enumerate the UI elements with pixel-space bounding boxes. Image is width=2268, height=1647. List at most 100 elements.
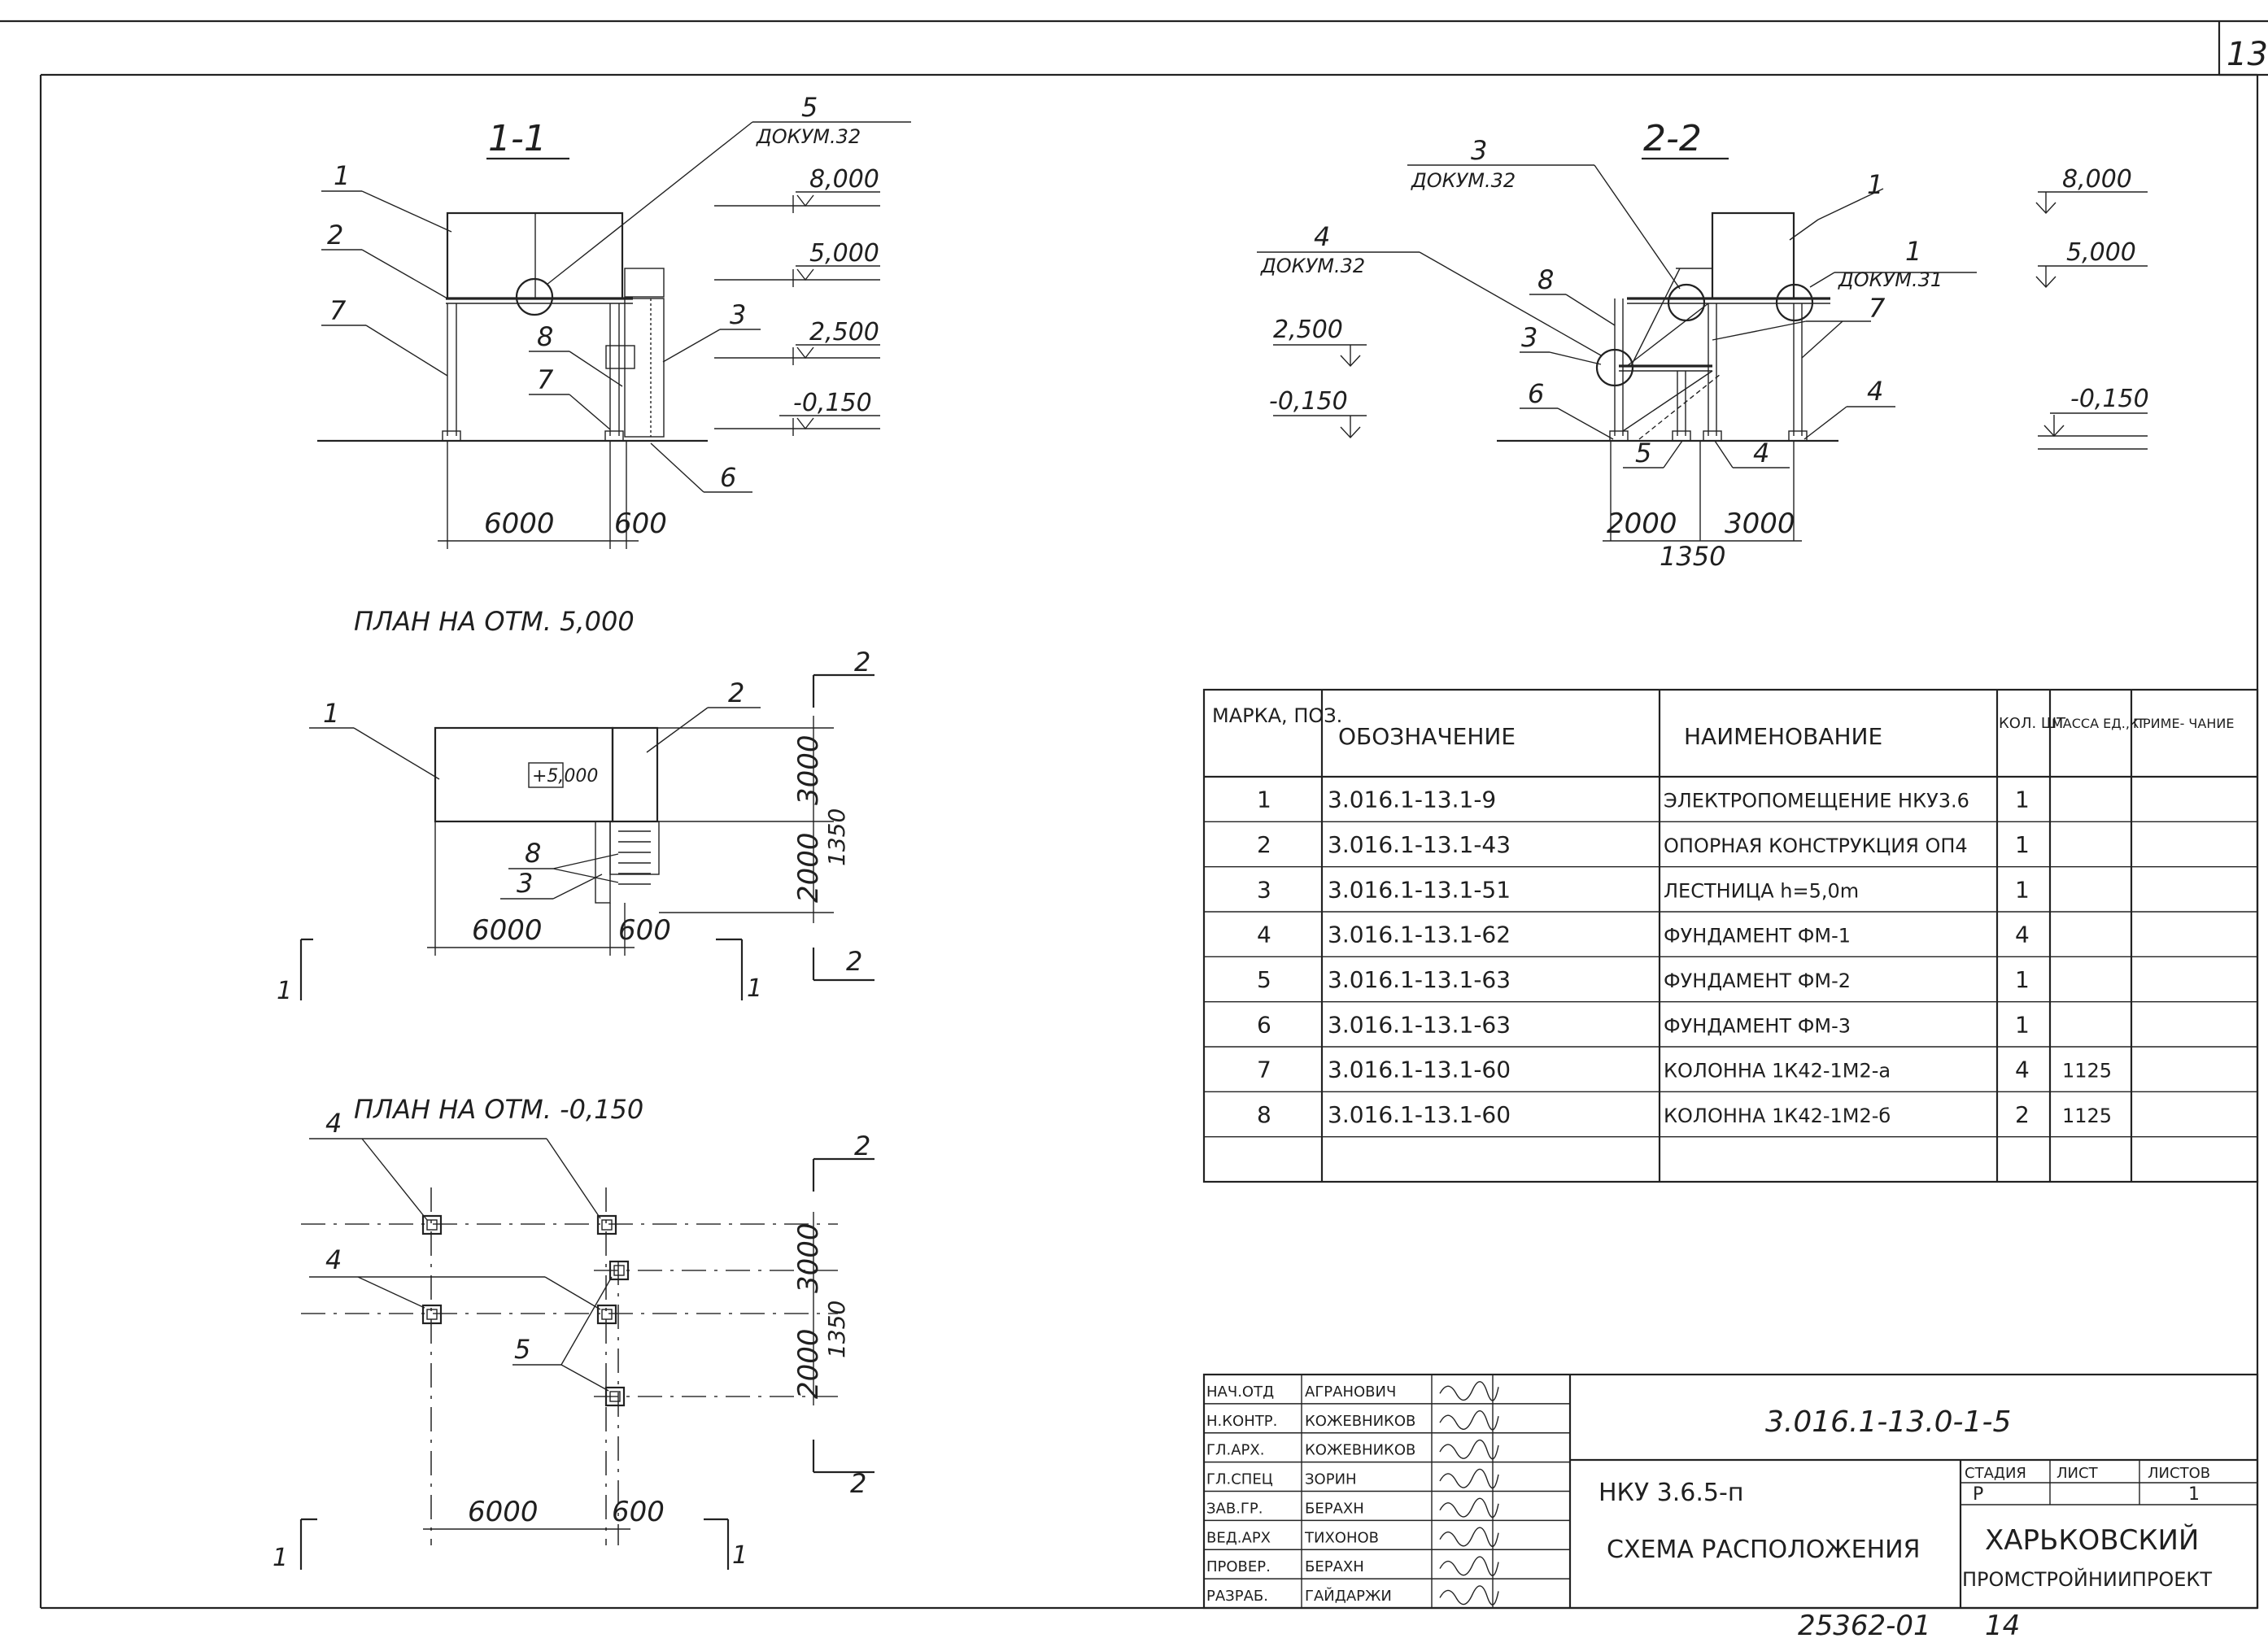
signature-role: РАЗРАБ. — [1206, 1588, 1268, 1605]
signature-name: БЕРАХН — [1305, 1500, 1364, 1517]
dim-6000: 6000 — [468, 1496, 539, 1528]
foundation-fm1 — [596, 1214, 617, 1235]
pos-3-label: 3 — [1521, 322, 1537, 353]
spec-cell-code: 3.016.1-13.1-63 — [1328, 1011, 1511, 1038]
pos-7-label: 7 — [1869, 293, 1886, 324]
spec-row-lines — [1204, 821, 2257, 1138]
pos-6-label: 6 — [1528, 378, 1544, 409]
signature-role: ГЛ.АРХ. — [1206, 1442, 1264, 1459]
foundation-fm1 — [421, 1304, 443, 1325]
signature-name: ТИХОНОВ — [1304, 1529, 1379, 1546]
dim-2000: 2000 — [1607, 508, 1677, 540]
dim-1350: 1350 — [823, 808, 850, 866]
plan-m0150-title: ПЛАН НА ОТМ. -0,150 — [354, 1094, 643, 1125]
callout-4-ref: ДОКУМ.32 — [1260, 255, 1365, 277]
spec-cell-code: 3.016.1-13.1-60 — [1328, 1101, 1511, 1128]
header-note: ПРИМЕ- ЧАНИЕ — [2133, 716, 2234, 731]
spec-cell-mark: 4 — [1257, 922, 1271, 948]
pos-2-label: 2 — [327, 220, 343, 251]
callout-3-ref: ДОКУМ.32 — [1411, 169, 1516, 192]
dim-600: 600 — [614, 508, 667, 540]
spec-cell-name: ФУНДАМЕНТ ФМ-3 — [1664, 1014, 1851, 1037]
signature-scribble — [1439, 1527, 1499, 1547]
foundation-fm3 — [604, 1386, 626, 1407]
callout-1-num: 1 — [1905, 236, 1921, 267]
header-mass: МАССА ЕД.,КГ — [2052, 716, 2147, 731]
spec-cell-name: ЛЕСТНИЦА h=5,0m — [1664, 879, 1859, 902]
stage-value: Р — [1973, 1484, 1983, 1505]
pos-1-label: 1 — [1867, 169, 1883, 200]
level-marks: 8,000 5,000 2,500 -0,150 — [714, 165, 880, 436]
inventory-number: 25362-01 — [1798, 1610, 1931, 1642]
page-number: 13 — [2227, 36, 2268, 73]
cut-2-top: 2 — [854, 647, 870, 678]
dim-3000: 3000 — [792, 734, 825, 805]
level-minus-0150-left: -0,150 — [1269, 387, 1348, 416]
pos-4a-label: 4 — [325, 1108, 342, 1139]
level-5000: 5,000 — [809, 239, 879, 268]
signature-name: КОЖЕВНИКОВ — [1305, 1442, 1415, 1459]
dim-2000: 2000 — [792, 1328, 825, 1399]
cut-2-bot: 2 — [850, 1468, 866, 1499]
org-line2: ПРОМСТРОЙНИИПРОЕКТ — [1962, 1567, 2212, 1591]
level-2500: 2,500 — [809, 318, 879, 346]
spec-cell-qty: 1 — [2015, 786, 2030, 813]
pos-5-label: 5 — [514, 1334, 530, 1365]
pos-8-label: 8 — [537, 321, 553, 352]
cut-1-right: 1 — [747, 974, 762, 1003]
spec-cell-mark: 8 — [1257, 1101, 1271, 1128]
spec-cell-name: КОЛОННА 1К42-1М2-б — [1664, 1105, 1891, 1127]
signature-role: ВЕД.АРХ — [1206, 1529, 1271, 1546]
signature-role: Н.КОНТР. — [1206, 1413, 1277, 1430]
spec-cell-mass: 1125 — [2062, 1105, 2112, 1127]
dim-1350: 1350 — [1660, 541, 1725, 572]
dim-3000: 3000 — [1725, 508, 1795, 540]
signature-name: КОЖЕВНИКОВ — [1305, 1413, 1415, 1430]
spec-cell-mark: 3 — [1257, 876, 1271, 903]
signature-scribble — [1439, 1381, 1499, 1401]
pos-4a-label: 4 — [1753, 438, 1769, 468]
signature-role: НАЧ.ОТД — [1206, 1383, 1274, 1401]
stage-label: СТАДИЯ — [1965, 1465, 2026, 1482]
spec-cell-mass: 1125 — [2062, 1060, 2112, 1083]
callout-5-num: 5 — [801, 92, 818, 123]
pos-6-label: 6 — [720, 462, 736, 493]
cut-2-bot: 2 — [846, 946, 862, 977]
elev-mark: +5,000 — [532, 766, 598, 786]
pos-3-label: 3 — [730, 299, 746, 330]
level-marks-left: 2,500 -0,150 — [1269, 316, 1367, 439]
spec-cell-qty: 1 — [2015, 831, 2030, 858]
dim-2000: 2000 — [792, 832, 825, 903]
signature-name: ЗОРИН — [1305, 1471, 1357, 1488]
spec-cell-code: 3.016.1-13.1-9 — [1328, 786, 1496, 813]
room-block — [1711, 211, 1795, 300]
spec-cell-mark: 6 — [1257, 1011, 1271, 1038]
dim-600: 600 — [612, 1496, 665, 1528]
cut-1-right: 1 — [732, 1541, 748, 1570]
level-minus-0150-right: -0,150 — [2070, 385, 2149, 413]
plan-at-minus-0150: ПЛАН НА ОТМ. -0,150 4 4 5 3000 1350 2000… — [273, 1094, 874, 1572]
pos-8-label: 8 — [525, 838, 541, 869]
spec-cell-name: ОПОРНАЯ КОНСТРУКЦИЯ ОП4 — [1664, 834, 1968, 857]
signature-name: ГАЙДАРЖИ — [1305, 1587, 1392, 1605]
drawing-code: 3.016.1-13.0-1-5 — [1765, 1405, 2011, 1439]
level-8000: 8,000 — [809, 165, 879, 194]
support-plan — [611, 726, 659, 823]
spec-cell-mark: 7 — [1257, 1057, 1271, 1083]
spec-cell-name: ЭЛЕКТРОПОМЕЩЕНИЕ НКУ3.6 — [1664, 790, 1969, 813]
plan-at-5000: ПЛАН НА ОТМ. 5,000 +5,000 1 2 8 3 3000 1… — [277, 606, 874, 1005]
pos-3-label: 3 — [517, 868, 533, 899]
sheet-label: ЛИСТ — [2056, 1465, 2099, 1482]
signature-scribble — [1439, 1497, 1499, 1518]
spec-cell-name: ФУНДАМЕНТ ФМ-1 — [1664, 925, 1851, 948]
dim-600: 600 — [618, 914, 671, 947]
signature-name: БЕРАХН — [1305, 1558, 1364, 1575]
spec-cell-qty: 1 — [2015, 1011, 2030, 1038]
spec-cell-name: ФУНДАМЕНТ ФМ-2 — [1664, 969, 1851, 992]
pos-5-label: 5 — [1635, 438, 1651, 468]
sheets-value: 1 — [2188, 1484, 2200, 1505]
signature-role: ЗАВ.ГР. — [1206, 1500, 1263, 1517]
